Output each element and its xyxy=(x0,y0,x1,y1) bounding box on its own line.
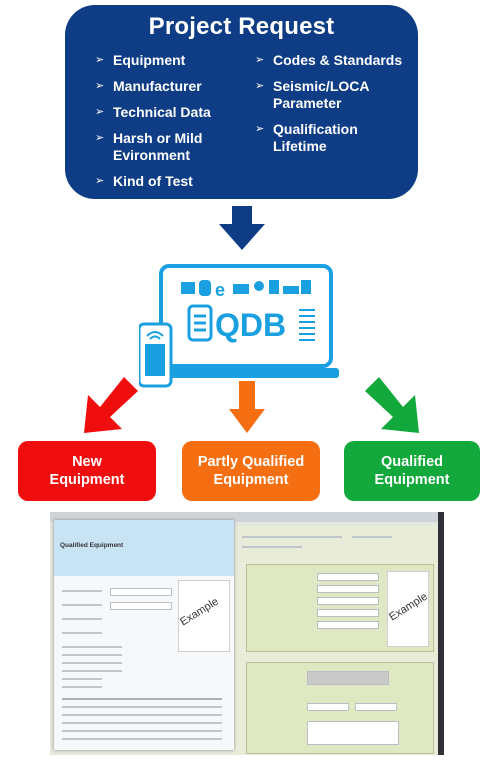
screenshot-left-window: Qualified Equipment Example xyxy=(54,520,234,750)
outcome-partly-qualified: Partly Qualified Equipment xyxy=(182,441,320,501)
down-arrow-icon xyxy=(219,206,265,250)
request-list-right: Codes & Standards Seismic/LOCA Parameter… xyxy=(255,52,415,164)
request-item-seismic: Seismic/LOCA Parameter xyxy=(255,78,415,112)
request-item-equipment: Equipment xyxy=(95,52,235,69)
request-item-manufacturer: Manufacturer xyxy=(95,78,235,95)
request-item-codes: Codes & Standards xyxy=(255,52,415,69)
database-screenshot: Example Qualified Equipment Example xyxy=(50,512,444,755)
screenshot-left-header: Qualified Equipment xyxy=(54,520,234,576)
request-item-environment: Harsh or Mild Evironment xyxy=(95,130,235,164)
screenshot-green-panel-bottom xyxy=(246,662,434,754)
request-item-kind-of-test: Kind of Test xyxy=(95,173,235,190)
qdb-label: QDB xyxy=(215,307,286,343)
outcome-new-equipment: New Equipment xyxy=(18,441,156,501)
screenshot-dark-edge xyxy=(438,512,444,755)
outcome-qualified-label: Qualified Equipment xyxy=(374,454,450,488)
svg-text:e: e xyxy=(215,280,225,300)
outcome-new-label: New Equipment xyxy=(49,454,125,488)
request-item-technical-data: Technical Data xyxy=(95,104,235,121)
request-item-lifetime: Qualification Lifetime xyxy=(255,121,415,155)
request-list-left: Equipment Manufacturer Technical Data Ha… xyxy=(95,52,235,199)
screenshot-titlebar xyxy=(50,512,444,522)
screenshot-left-title: Qualified Equipment xyxy=(60,542,124,549)
green-arrow-icon xyxy=(365,377,419,433)
project-request-box: Project Request Equipment Manufacturer T… xyxy=(65,5,418,199)
outcome-partly-label: Partly Qualified Equipment xyxy=(197,454,305,488)
screenshot-green-panel-top: Example xyxy=(246,564,434,652)
qdb-database-illustration: e QDB xyxy=(139,264,339,388)
orange-arrow-icon xyxy=(229,381,265,433)
red-arrow-icon xyxy=(84,377,138,433)
outcome-qualified: Qualified Equipment xyxy=(344,441,480,501)
project-request-title: Project Request xyxy=(148,13,335,40)
